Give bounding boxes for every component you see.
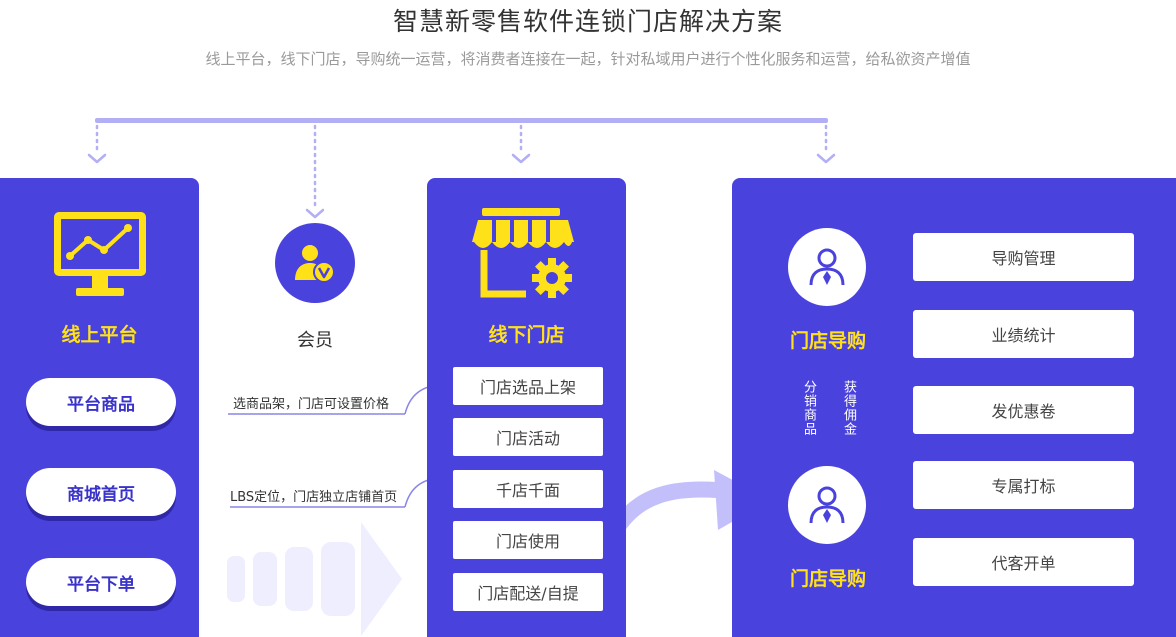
- thousand-stores-button[interactable]: 千店千面: [453, 470, 603, 508]
- guide-management-button[interactable]: 导购管理: [913, 233, 1134, 281]
- store-usage-button[interactable]: 门店使用: [453, 521, 603, 559]
- store-delivery-button[interactable]: 门店配送/自提: [453, 573, 603, 611]
- exclusive-tag-button[interactable]: 专属打标: [913, 461, 1134, 509]
- guide-bottom-circle: [788, 466, 866, 544]
- online-platform-title: 线上平台: [61, 324, 138, 346]
- proxy-order-button[interactable]: 代客开单: [913, 538, 1134, 586]
- page-title: 智慧新零售软件连锁门店解决方案: [392, 7, 783, 36]
- platform-order-button[interactable]: 平台下单: [26, 558, 176, 606]
- member-icon-circle: [275, 223, 355, 303]
- performance-stats-button[interactable]: 业绩统计: [913, 310, 1134, 358]
- guide-top-label: 门店导购: [789, 330, 866, 352]
- shopping-guide-icon: [809, 486, 845, 524]
- earn-commission-text: 获得佣金: [840, 380, 856, 436]
- mall-home-button[interactable]: 商城首页: [26, 468, 176, 516]
- member-v-icon: [295, 245, 335, 283]
- member-label: 会员: [297, 330, 333, 351]
- note-lbs: LBS定位，门店独立店铺首页: [230, 490, 398, 505]
- offline-store-panel: [427, 178, 626, 637]
- guide-bottom-label: 门店导购: [789, 568, 866, 590]
- monitor-chart-icon: [54, 212, 146, 296]
- page-subtitle: 线上平台，线下门店，导购统一运营，将消费者连接在一起，针对私域用户进行个性化服务…: [205, 50, 971, 68]
- platform-goods-button[interactable]: 平台商品: [26, 378, 176, 426]
- guide-top-circle: [788, 228, 866, 306]
- store-gear-icon: [472, 208, 574, 298]
- shopping-guide-icon: [809, 248, 845, 286]
- distribute-goods-text: 分销商品: [800, 380, 816, 436]
- offline-store-title: 线下门店: [488, 324, 565, 346]
- note-select-goods: 选商品架，门店可设置价格: [233, 397, 390, 412]
- issue-coupon-button[interactable]: 发优惠卷: [913, 386, 1134, 434]
- store-select-goods-button[interactable]: 门店选品上架: [453, 367, 603, 405]
- store-activity-button[interactable]: 门店活动: [453, 418, 603, 456]
